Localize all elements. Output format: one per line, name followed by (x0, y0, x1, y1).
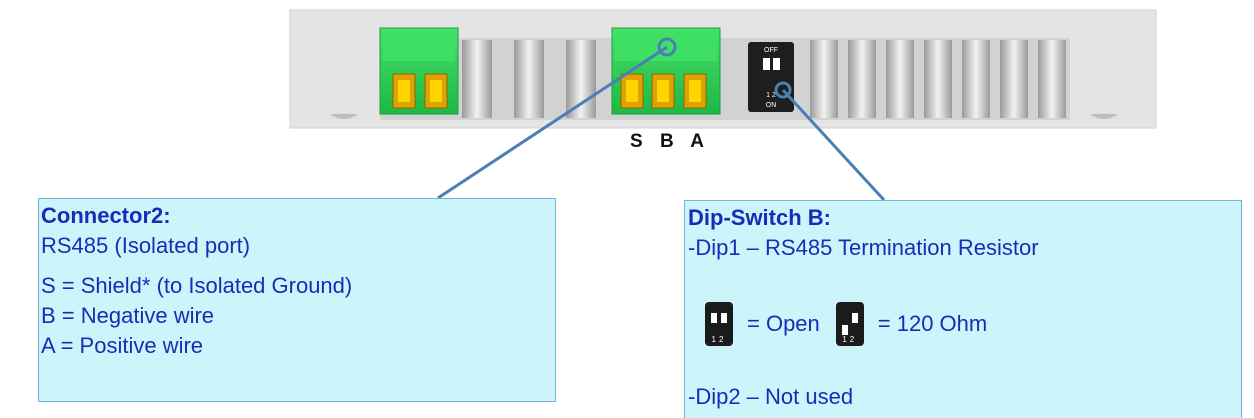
connector2-port-line: RS485 (Isolated port) (41, 233, 251, 258)
connector-1 (379, 27, 459, 115)
dip-legend-row: 12 = Open 12 = 120 Ohm (705, 299, 1003, 349)
dip-switch-title: Dip-Switch B: (688, 205, 831, 230)
connector2-positive-line: A = Positive wire (41, 333, 204, 358)
dip-closed-icon: 12 (835, 302, 864, 346)
dip2-line: -Dip2 – Not used (688, 384, 854, 409)
dip-marker (774, 81, 792, 99)
connector2-title: Connector2: (41, 203, 171, 228)
dip-open-icon: 12 (705, 302, 733, 346)
dip-on-label: ON (766, 102, 777, 109)
dip-120ohm-label: = 120 Ohm (877, 311, 988, 336)
dip-switch-device: OFF 1 2 ON (748, 42, 794, 112)
vent-slots (462, 40, 1066, 118)
connector2-negative-line: B = Negative wire (41, 303, 215, 328)
connector-2 (611, 27, 721, 115)
dip-leader-line (781, 88, 886, 202)
connector-marker (657, 37, 677, 57)
dip-off-label: OFF (764, 47, 778, 54)
dip-switch-callout: Dip-Switch B: -Dip1 – RS485 Termination … (684, 200, 1242, 418)
dip-open-label: = Open (747, 311, 820, 336)
pin-labels: S B A (630, 131, 710, 152)
connector2-callout: Connector2: RS485 (Isolated port) S = Sh… (38, 198, 556, 402)
connector2-shield-line: S = Shield* (to Isolated Ground) (41, 273, 353, 298)
connector-leader-line (437, 45, 668, 200)
dip1-line: -Dip1 – RS485 Termination Resistor (688, 235, 1039, 260)
dip-numbers-label: 1 2 (766, 92, 776, 99)
